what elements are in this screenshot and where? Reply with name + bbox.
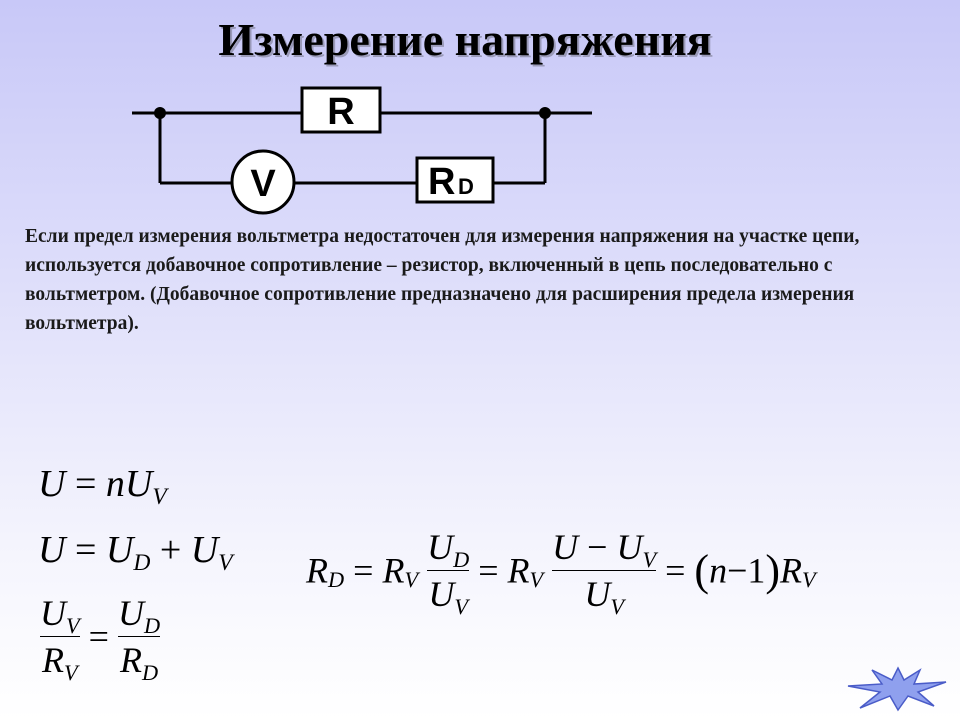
circuit-diagram: R V R D xyxy=(132,86,592,215)
resistor-rd-label: R xyxy=(428,161,455,203)
slide-title: Измерение напряжения xyxy=(218,14,712,65)
junction-left xyxy=(154,107,166,119)
description-text: Если предел измерения вольтметра недоста… xyxy=(25,226,860,334)
fraction-ud-uv: UD UV xyxy=(427,527,470,619)
fraction-uv-rv: UV RV xyxy=(40,593,80,685)
junction-right xyxy=(539,107,551,119)
formula-u-sum: U = UD + UV xyxy=(38,529,233,577)
voltmeter xyxy=(230,149,296,215)
formula-rd: RD = RV UD UV = RV U − UV UV = (n−1)RV xyxy=(306,527,816,619)
fraction-u-minus-uv-over-uv: U − UV UV xyxy=(552,527,657,619)
formula-ratio: UV RV = UD RD xyxy=(40,593,161,685)
resistor-rd xyxy=(415,156,495,204)
resistor-r xyxy=(300,86,382,134)
resistor-r-label: R xyxy=(327,91,354,133)
resistor-rd-sub: D xyxy=(458,174,474,199)
fraction-ud-rd: UD RD xyxy=(117,593,161,685)
star-burst-icon[interactable] xyxy=(846,664,950,712)
voltmeter-label: V xyxy=(250,163,276,205)
formula-u-equals-n-uv: U = nUV xyxy=(38,463,167,511)
